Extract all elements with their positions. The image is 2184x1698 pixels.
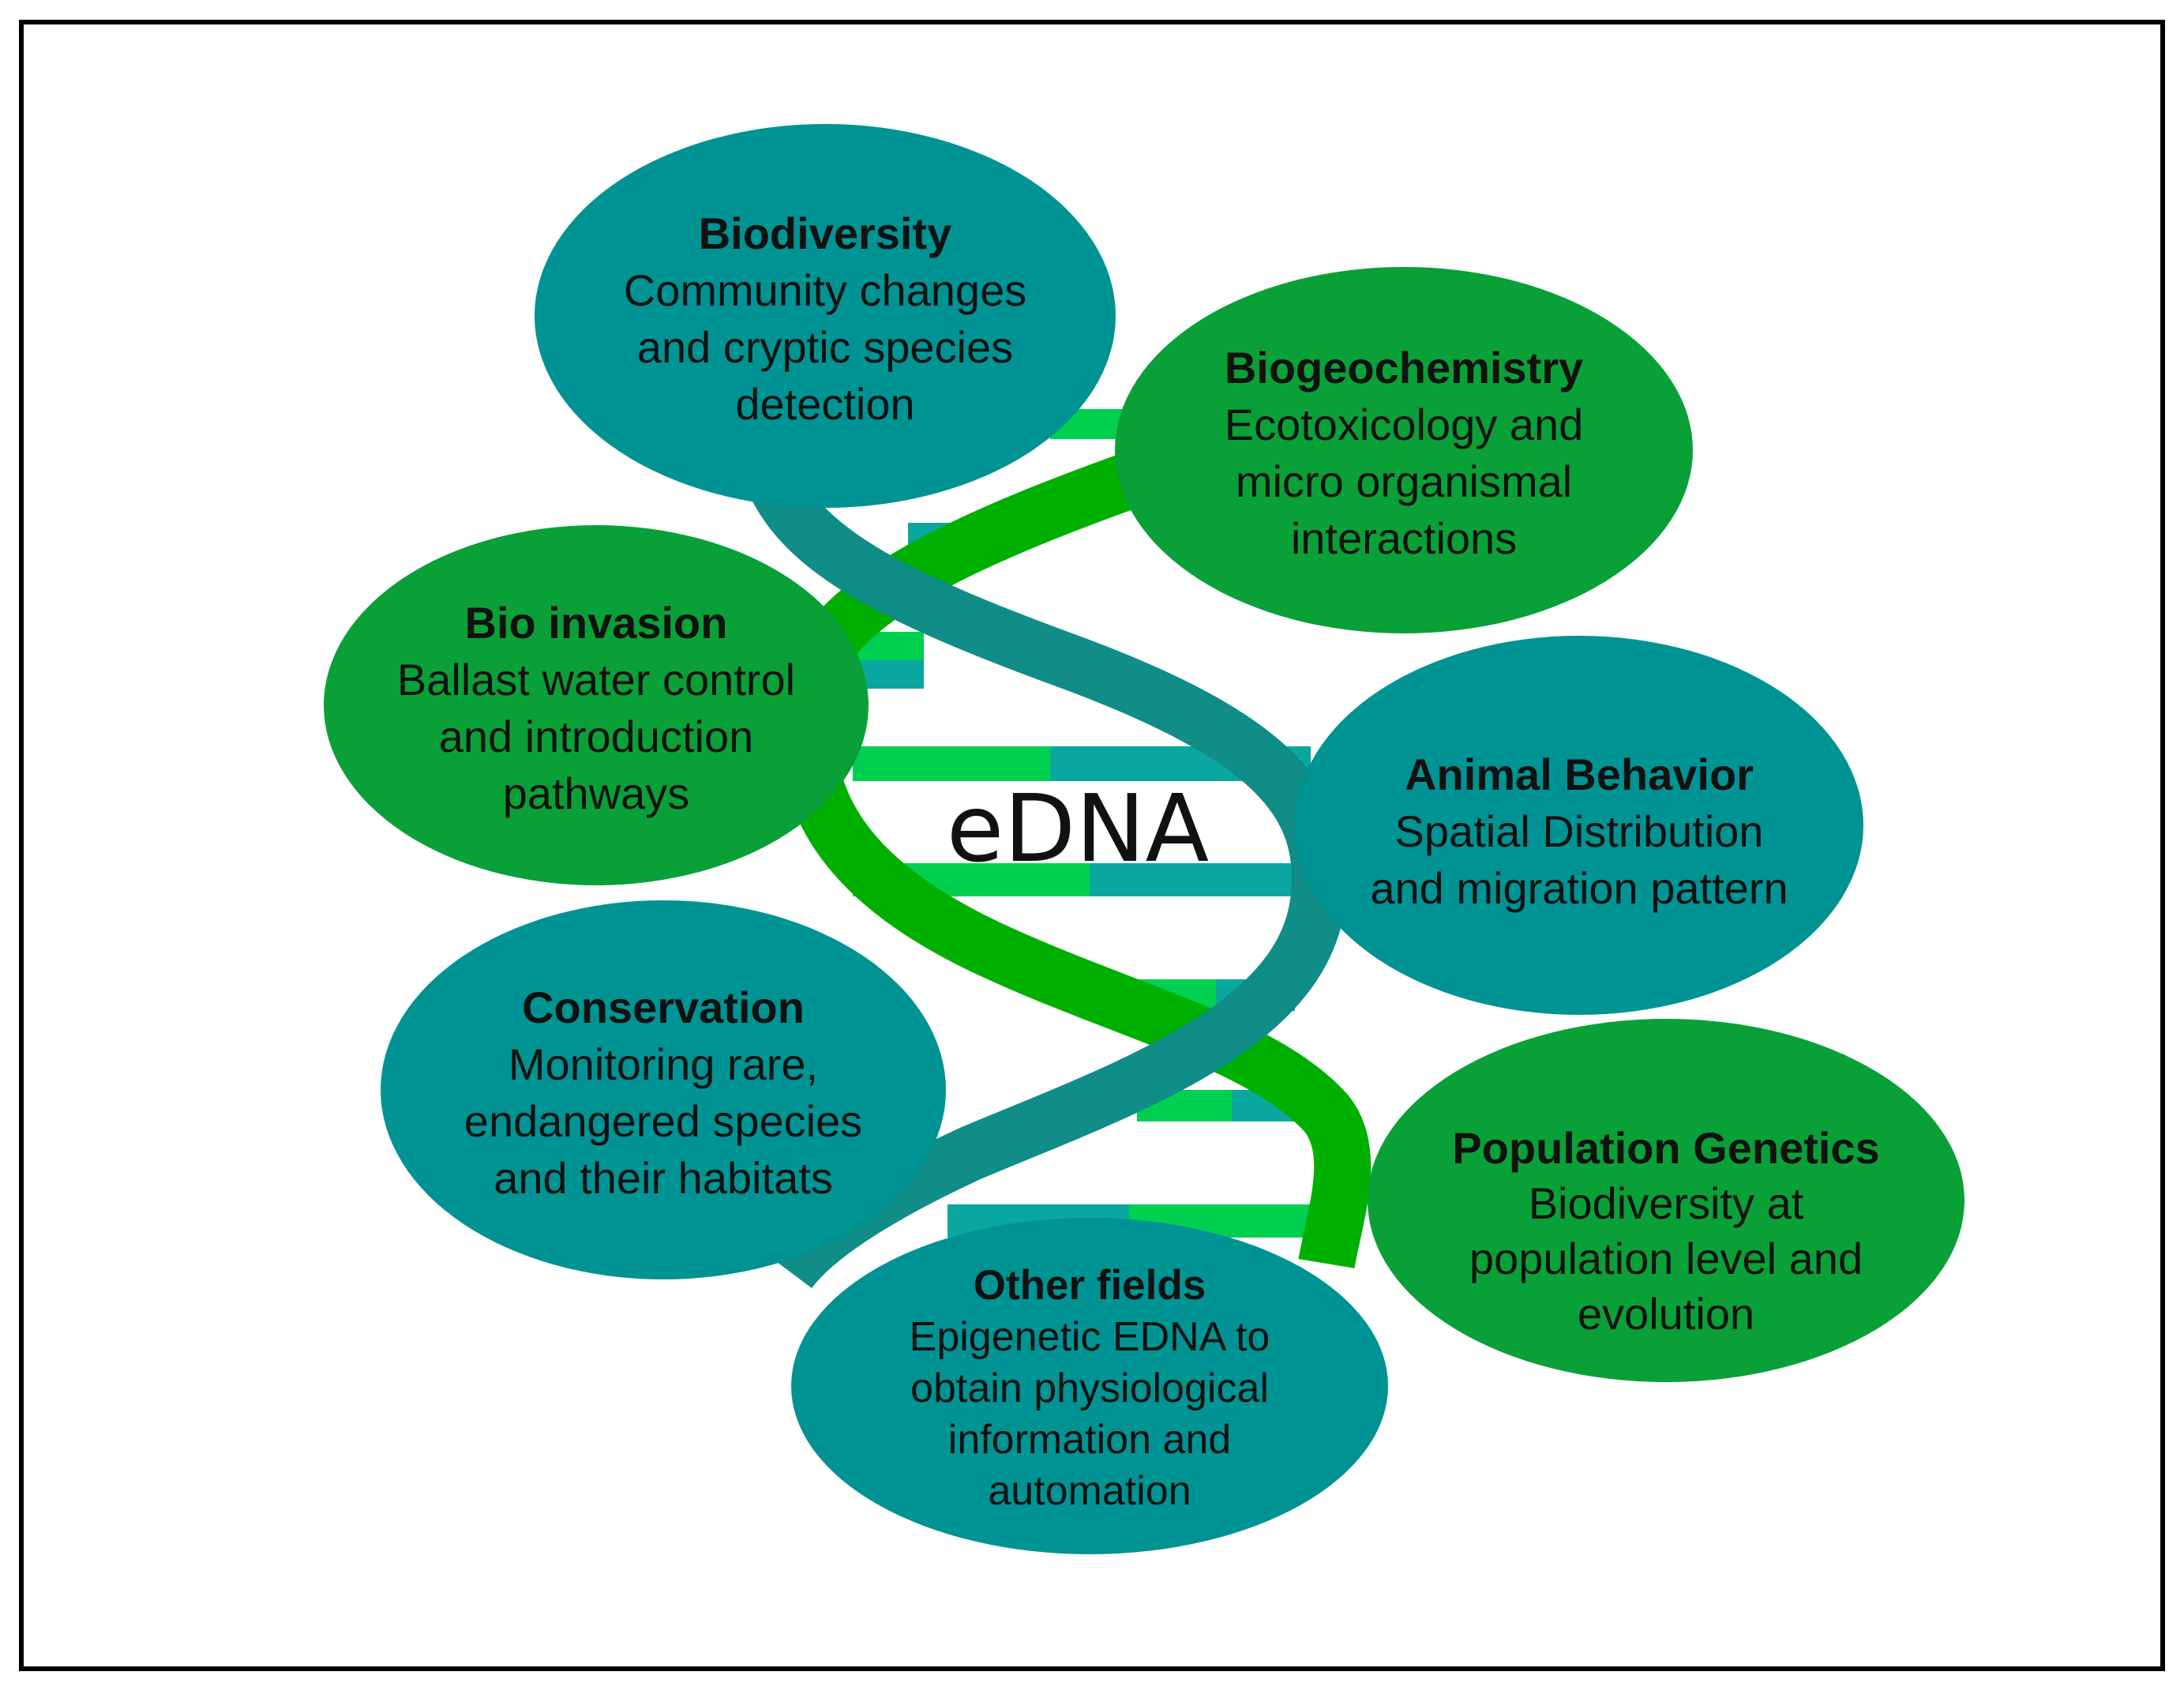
other-fields-line: automation bbox=[988, 1468, 1191, 1514]
center-label: eDNA bbox=[947, 774, 1209, 883]
bio-invasion-line: pathways bbox=[503, 768, 690, 818]
population-genetics-title: Population Genetics bbox=[1452, 1123, 1879, 1173]
other-fields-bubble bbox=[791, 1218, 1388, 1554]
population-genetics-line: population level and bbox=[1469, 1234, 1863, 1283]
biodiversity-line: Community changes bbox=[624, 265, 1026, 315]
biogeochemistry-line: micro organismal bbox=[1236, 456, 1572, 506]
population-genetics-line: Biodiversity at bbox=[1529, 1178, 1804, 1228]
biodiversity-bubble bbox=[535, 124, 1116, 508]
biogeochemistry-line: Ecotoxicology and bbox=[1225, 400, 1584, 449]
biodiversity-line: detection bbox=[735, 379, 914, 429]
conservation-text: Conservation Monitoring rare, endangered… bbox=[464, 982, 862, 1203]
biodiversity-line: and cryptic species bbox=[637, 322, 1013, 372]
population-genetics-text: Population Genetics Biodiversity at popu… bbox=[1452, 1123, 1879, 1339]
conservation-bubble bbox=[381, 900, 946, 1279]
conservation-line: endangered species bbox=[464, 1096, 862, 1146]
other-fields-line: Epigenetic EDNA to bbox=[910, 1314, 1270, 1360]
animal-behavior-line: and migration pattern bbox=[1370, 863, 1788, 913]
conservation-line: Monitoring rare, bbox=[508, 1039, 818, 1089]
biogeochemistry-title: Biogeochemistry bbox=[1225, 343, 1583, 393]
population-genetics-bubble bbox=[1368, 1019, 1964, 1382]
biogeochemistry-line: interactions bbox=[1291, 513, 1517, 563]
population-genetics-line: evolution bbox=[1578, 1289, 1754, 1339]
bio-invasion-text: Bio invasion Ballast water control and i… bbox=[397, 598, 795, 818]
animal-behavior-line: Spatial Distribution bbox=[1395, 806, 1764, 856]
animal-behavior-bubble bbox=[1295, 636, 1863, 1015]
animal-behavior-title: Animal Behavior bbox=[1405, 749, 1754, 799]
animal-behavior-text: Animal Behavior Spatial Distribution and… bbox=[1370, 749, 1788, 913]
dna-rung bbox=[1090, 863, 1319, 896]
bio-invasion-title: Bio invasion bbox=[465, 598, 728, 648]
biodiversity-title: Biodiversity bbox=[699, 208, 952, 258]
other-fields-text: Other fields Epigenetic EDNA to obtain p… bbox=[910, 1262, 1270, 1514]
bio-invasion-line: and introduction bbox=[439, 712, 754, 761]
biogeochemistry-bubble bbox=[1115, 267, 1693, 633]
conservation-title: Conservation bbox=[522, 982, 805, 1032]
biogeochemistry-text: Biogeochemistry Ecotoxicology and micro … bbox=[1225, 343, 1584, 563]
biodiversity-text: Biodiversity Community changes and crypt… bbox=[624, 208, 1026, 429]
other-fields-line: obtain physiological bbox=[910, 1366, 1269, 1411]
dna-rung bbox=[853, 746, 1050, 781]
other-fields-line: information and bbox=[948, 1417, 1231, 1463]
conservation-line: and their habitats bbox=[493, 1153, 833, 1203]
bio-invasion-line: Ballast water control bbox=[397, 655, 795, 704]
other-fields-title: Other fields bbox=[974, 1262, 1206, 1309]
bio-invasion-bubble bbox=[324, 525, 869, 885]
